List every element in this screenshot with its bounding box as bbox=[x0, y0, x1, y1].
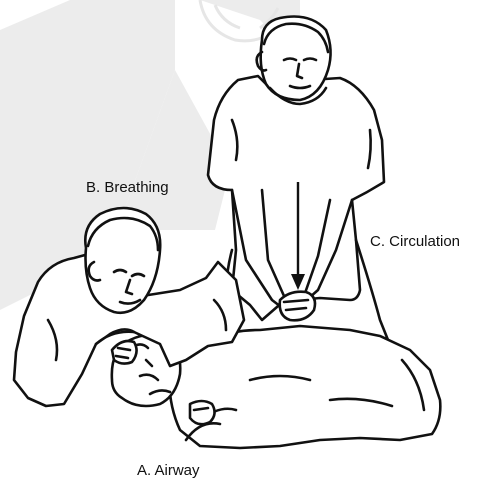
label-airway: A. Airway bbox=[137, 463, 200, 478]
label-breathing: B. Breathing bbox=[86, 180, 169, 195]
label-circulation: C. Circulation bbox=[370, 234, 460, 249]
